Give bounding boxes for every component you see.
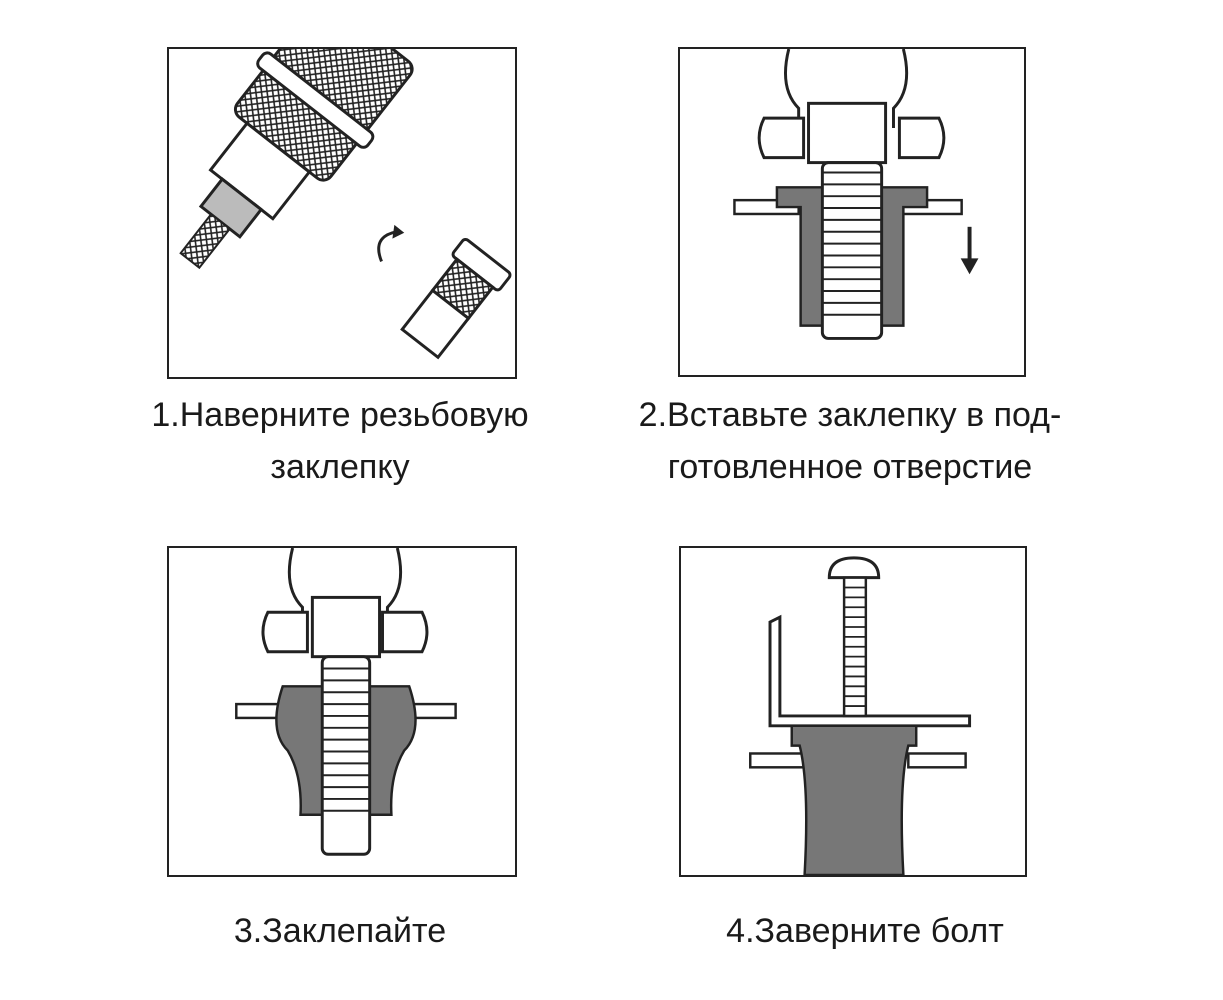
step-1-caption: 1.Наверните резьбовую заклепку: [90, 389, 590, 493]
rivet-insert-into-hole-drawing: [733, 49, 979, 340]
step-1-illustration: [167, 47, 517, 379]
step-2-caption-line-2: готовленное отверстие: [667, 448, 1033, 486]
step-4-caption-line-1: 4.Заверните болт: [726, 912, 1004, 950]
step-2-illustration: [678, 47, 1026, 377]
step-3-caption: 3.Заклепайте: [140, 905, 540, 957]
step-3-illustration: [167, 546, 517, 877]
step-4-illustration: [679, 546, 1027, 877]
tool-screwing-rivet-nut-drawing: [179, 49, 512, 360]
step-3-caption-line-1: 3.Заклепайте: [233, 912, 447, 950]
bolt-screwing-drawing: [749, 556, 972, 875]
step-4-caption: 4.Заверните болт: [665, 905, 1065, 957]
step-2-caption-line-1: 2.Вставьте заклепку в под-: [638, 396, 1062, 434]
rivet-crimping-drawing: [235, 548, 457, 856]
step-1-caption-line-1: 1.Наверните резьбовую: [151, 396, 529, 434]
step-2-caption: 2.Вставьте заклепку в под- готовленное о…: [590, 389, 1110, 493]
step-1-caption-line-2: заклепку: [270, 448, 410, 486]
